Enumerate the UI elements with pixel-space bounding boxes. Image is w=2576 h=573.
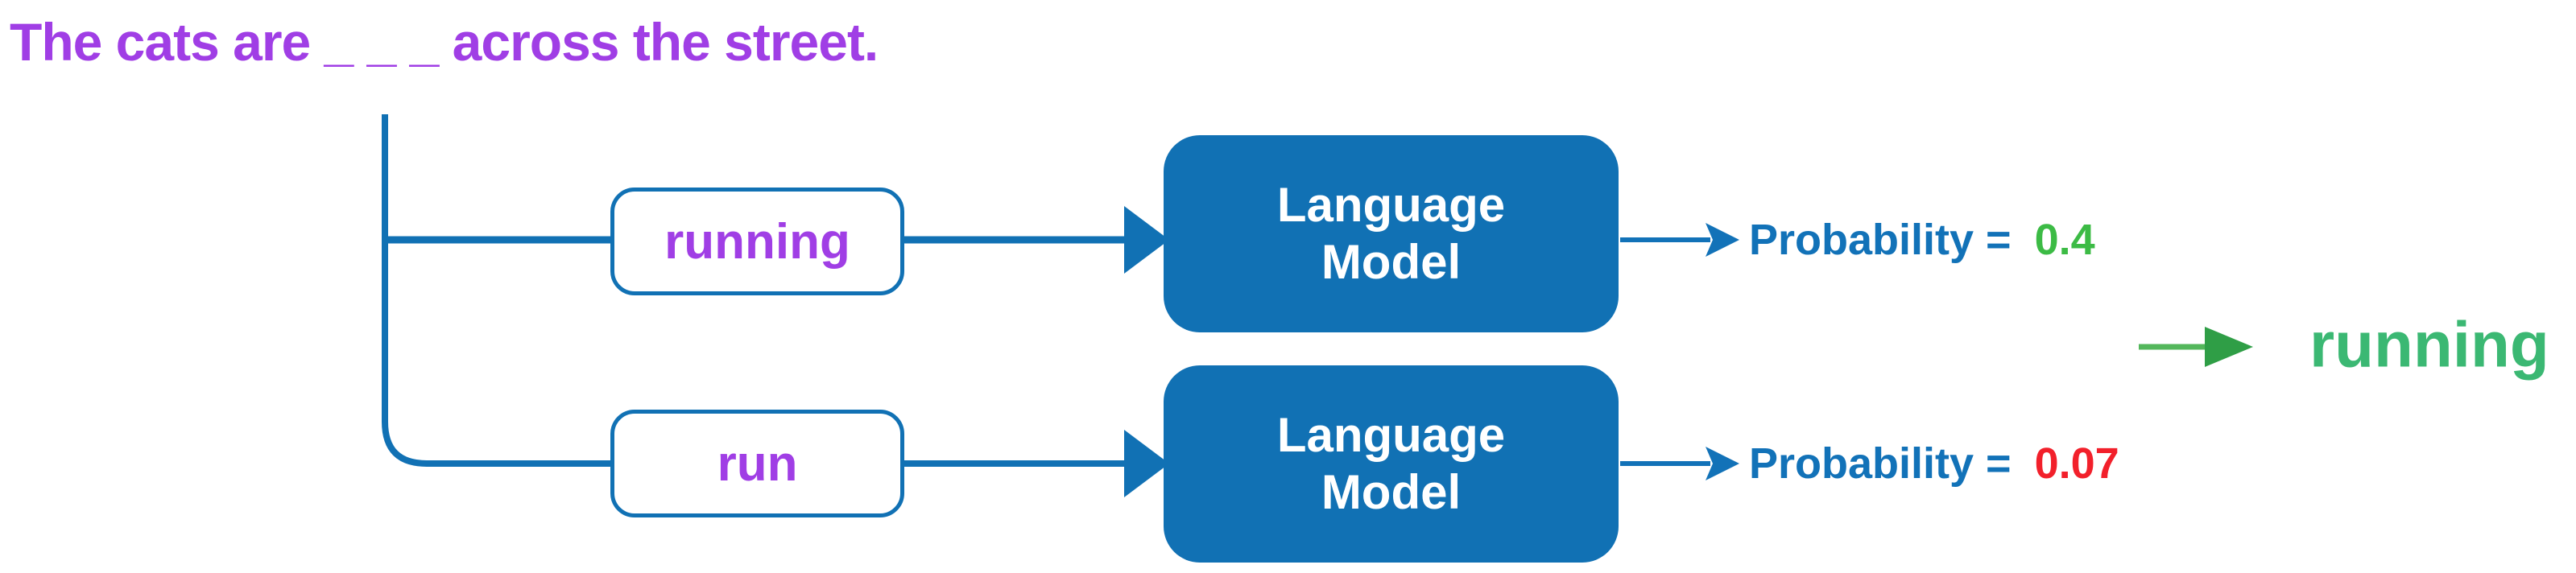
model-label-line2: Model <box>1321 464 1462 519</box>
model-1-output-arrowhead-icon <box>1706 223 1739 257</box>
probability-label: Probability = <box>1749 216 2012 264</box>
probability-value: 0.07 <box>2034 439 2119 488</box>
candidate-word-label: run <box>717 435 798 492</box>
prompt-sentence: The cats are _ _ _ across the street. <box>10 12 879 72</box>
language-model-box-1: Language Model <box>1164 135 1619 332</box>
model-label-line2: Model <box>1321 234 1462 289</box>
probability-result-2: Probability = 0.07 <box>1749 439 2119 488</box>
candidate-word-label: running <box>664 213 850 270</box>
candidate-box-run: run <box>610 410 904 517</box>
model-2-output-arrowhead-icon <box>1706 447 1739 480</box>
model-label-line1: Language <box>1276 178 1506 233</box>
selected-output-word: running <box>2309 308 2549 381</box>
probability-label: Probability = <box>1749 439 2012 488</box>
probability-result-1: Probability = 0.4 <box>1749 215 2095 265</box>
arrowhead-into-model-1-icon <box>1124 206 1169 274</box>
trunk-and-bottom-branch-line <box>382 114 1126 467</box>
language-model-box-2: Language Model <box>1164 365 1619 563</box>
candidate-box-running: running <box>610 188 904 295</box>
arrowhead-into-model-2-icon <box>1124 430 1169 497</box>
probability-value: 0.4 <box>2034 216 2095 264</box>
green-right-arrow-icon <box>2205 327 2253 367</box>
model-label-line1: Language <box>1276 408 1506 463</box>
